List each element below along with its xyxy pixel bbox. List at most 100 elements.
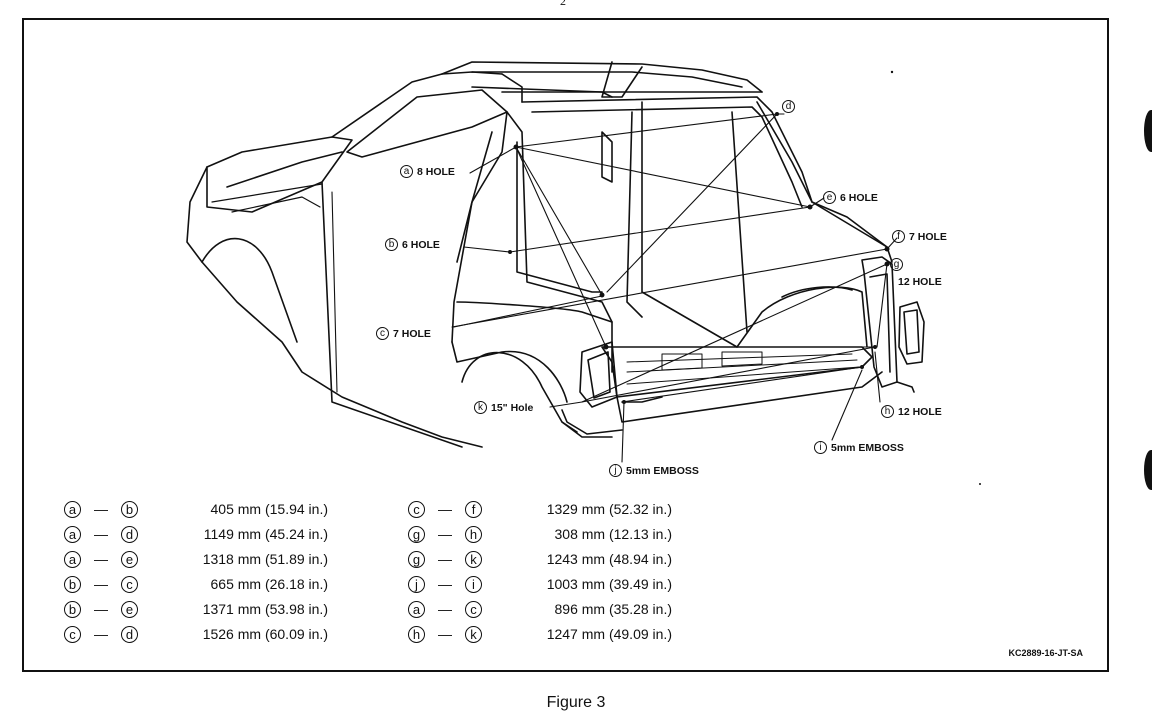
legend-row: h — k 1247 mm (49.09 in.) — [408, 623, 672, 645]
callout-b-marker: b — [385, 238, 398, 251]
legend-to-marker: b — [121, 500, 138, 518]
legend-dash: — — [438, 526, 452, 542]
door-opening — [451, 111, 508, 343]
callout-d-marker: d — [782, 100, 795, 113]
figure-frame: a 8 HOLE b 6 HOLE c 7 HOLE d e 6 HOLE f … — [22, 18, 1109, 672]
legend-distance: 665 mm (26.18 in.) — [210, 576, 329, 592]
b-pillar — [506, 111, 613, 373]
front-wheel-arch — [201, 237, 298, 343]
legend-row: g — k 1243 mm (48.94 in.) — [408, 548, 672, 570]
callout-k: k 15" Hole — [474, 401, 533, 414]
callout-f: f 7 HOLE — [892, 230, 947, 243]
binding-hole-mark — [1144, 450, 1152, 490]
legend-dash: — — [94, 551, 108, 567]
legend-dash: — — [94, 576, 108, 592]
callout-c: c 7 HOLE — [376, 327, 431, 340]
legend-distance: 1526 mm (60.09 in.) — [202, 626, 328, 642]
legend-to-marker: k — [465, 550, 482, 568]
legend-to-marker: c — [121, 575, 138, 593]
legend-distance: 1003 mm (39.49 in.) — [546, 576, 672, 592]
hood-crease — [226, 151, 343, 188]
a-pillar — [331, 71, 503, 138]
legend-from-marker: g — [408, 550, 425, 568]
legend-from-marker: a — [64, 525, 81, 543]
rear-quarter-panel — [456, 301, 613, 323]
legend-distance: 1318 mm (51.89 in.) — [202, 551, 328, 567]
legend-from-marker: c — [64, 625, 81, 643]
legend-from-marker: b — [64, 600, 81, 618]
legend-row: j — i 1003 mm (39.49 in.) — [408, 573, 672, 595]
callout-h-text: 12 HOLE — [898, 405, 942, 418]
callout-e-text: 6 HOLE — [840, 191, 878, 204]
callout-i: i 5mm EMBOSS — [814, 441, 904, 454]
hood-outline — [206, 136, 353, 213]
legend-from-marker: g — [408, 525, 425, 543]
callout-h-marker: h — [881, 405, 894, 418]
legend-to-marker: h — [465, 525, 482, 543]
bed-side-wall — [736, 286, 868, 348]
legend-from-marker: j — [408, 575, 425, 593]
callout-e-marker: e — [823, 191, 836, 204]
legend-to-marker: f — [465, 500, 482, 518]
tailgate-post — [861, 256, 898, 388]
legend-distance: 1149 mm (45.24 in.) — [203, 526, 328, 542]
legend-from-marker: h — [408, 625, 425, 643]
callout-c-marker: c — [376, 327, 389, 340]
legend-dash: — — [438, 601, 452, 617]
legend-row: a — b 405 mm (15.94 in.) — [64, 498, 328, 520]
legend-distance: 1371 mm (53.98 in.) — [202, 601, 328, 617]
callout-b: b 6 HOLE — [385, 238, 440, 251]
legend-to-marker: d — [121, 625, 138, 643]
legend-dash: — — [438, 501, 452, 517]
right-taillight — [898, 301, 925, 365]
binding-hole-mark — [1144, 110, 1152, 152]
legend-to-marker: e — [121, 550, 138, 568]
cab-rear-pillar — [601, 131, 613, 183]
vehicle-body-diagram — [186, 61, 981, 485]
callout-e: e 6 HOLE — [823, 191, 878, 204]
legend-distance: 308 mm (12.13 in.) — [554, 526, 673, 542]
callout-k-marker: k — [474, 401, 487, 414]
legend-to-marker: k — [465, 625, 482, 643]
callout-h: h 12 HOLE — [881, 405, 942, 418]
callout-g-marker-wrap: g — [890, 258, 903, 271]
measurement-lines — [451, 113, 898, 463]
legend-from-marker: a — [64, 500, 81, 518]
callout-g-label: 12 HOLE — [898, 276, 942, 288]
legend-dash: — — [438, 626, 452, 642]
legend-from-marker: b — [64, 575, 81, 593]
rear-wheel-arch — [461, 351, 578, 433]
legend-dash: — — [438, 551, 452, 567]
callout-g-marker: g — [890, 258, 903, 271]
callout-g-text: 12 HOLE — [898, 276, 942, 288]
roof-rail — [441, 61, 763, 93]
legend-distance: 1247 mm (49.09 in.) — [546, 626, 672, 642]
callout-b-text: 6 HOLE — [402, 238, 440, 251]
legend-dash: — — [94, 626, 108, 642]
legend-row: a — c 896 mm (35.28 in.) — [408, 598, 672, 620]
callout-f-marker: f — [892, 230, 905, 243]
legend-row: a — d 1149 mm (45.24 in.) — [64, 523, 328, 545]
left-taillight — [579, 341, 618, 408]
legend-row: b — c 665 mm (26.18 in.) — [64, 573, 328, 595]
legend-distance: 405 mm (15.94 in.) — [210, 501, 329, 517]
legend-from-marker: a — [408, 600, 425, 618]
callout-i-marker: i — [814, 441, 827, 454]
callout-j-marker: j — [609, 464, 622, 477]
legend-from-marker: c — [408, 500, 425, 518]
legend-from-marker: a — [64, 550, 81, 568]
legend-dash: — — [94, 526, 108, 542]
front-fender-outline — [186, 166, 483, 448]
legend-to-marker: i — [465, 575, 482, 593]
page-number-mark: 2 — [560, 0, 566, 8]
legend-distance: 1329 mm (52.32 in.) — [546, 501, 672, 517]
legend-to-marker: e — [121, 600, 138, 618]
callout-a-text: 8 HOLE — [417, 165, 455, 178]
callout-f-text: 7 HOLE — [909, 230, 947, 243]
figure-caption: Figure 3 — [546, 694, 606, 711]
legend-dash: — — [438, 576, 452, 592]
legend-row: c — d 1526 mm (60.09 in.) — [64, 623, 328, 645]
legend-distance: 896 mm (35.28 in.) — [554, 601, 673, 617]
legend-row: g — h 308 mm (12.13 in.) — [408, 523, 672, 545]
legend-to-marker: c — [465, 600, 482, 618]
